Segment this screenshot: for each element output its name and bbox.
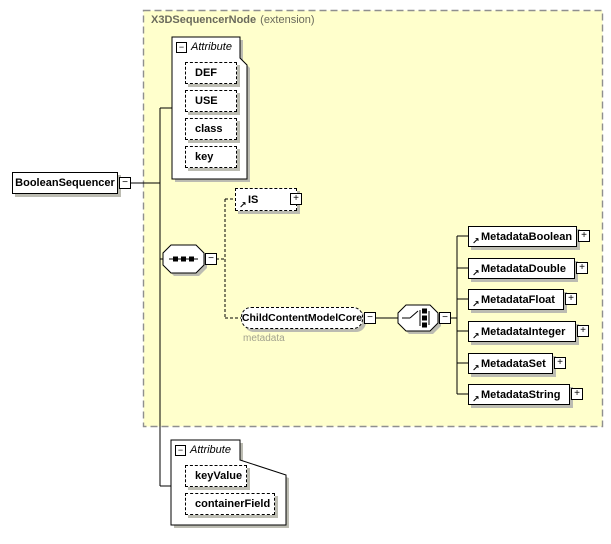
element-metadata-float-label: MetadataFloat	[481, 293, 555, 306]
element-metadata-boolean-label: MetadataBoolean	[481, 230, 573, 243]
ref-arrow-icon: ↗	[239, 200, 247, 210]
group-child-content-model-core-label: ChildContentModelCore	[241, 312, 363, 324]
expand-toggle-metadata-boolean[interactable]: +	[578, 230, 590, 242]
element-metadata-set[interactable]: ↗ MetadataSet	[468, 353, 553, 374]
ref-arrow-icon: ↗	[472, 363, 480, 373]
collapse-toggle-sequence[interactable]: −	[205, 253, 217, 265]
attribute-group-bottom-label: Attribute	[190, 444, 231, 456]
attribute-key[interactable]: key	[185, 146, 237, 168]
element-metadata-boolean[interactable]: ↗ MetadataBoolean	[468, 226, 577, 247]
element-metadata-integer[interactable]: ↗ MetadataInteger	[468, 321, 576, 342]
attribute-use[interactable]: USE	[185, 90, 237, 112]
group-child-content-model-core[interactable]: ChildContentModelCore	[241, 307, 363, 329]
attribute-class[interactable]: class	[185, 118, 237, 140]
element-metadata-string[interactable]: ↗ MetadataString	[468, 384, 570, 405]
attribute-def[interactable]: DEF	[185, 62, 237, 84]
ref-arrow-icon: ↗	[472, 236, 480, 246]
attribute-key-value-label: keyValue	[195, 470, 243, 482]
expand-toggle-metadata-float[interactable]: +	[565, 293, 577, 305]
expand-toggle-metadata-double[interactable]: +	[576, 262, 588, 274]
element-boolean-sequencer[interactable]: BooleanSequencer	[12, 172, 118, 194]
expand-toggle-is[interactable]: +	[290, 193, 302, 205]
element-metadata-set-label: MetadataSet	[481, 357, 546, 370]
sequence-icon	[169, 256, 198, 262]
expand-toggle-metadata-set[interactable]: +	[554, 357, 566, 369]
collapse-icon[interactable]: −	[175, 445, 186, 456]
element-metadata-double[interactable]: ↗ MetadataDouble	[468, 258, 575, 279]
choice-indicator[interactable]	[397, 304, 441, 334]
attribute-class-label: class	[195, 123, 223, 135]
ref-arrow-icon: ↗	[472, 268, 480, 278]
sequence-indicator[interactable]	[162, 244, 207, 276]
element-metadata-double-label: MetadataDouble	[481, 262, 566, 275]
element-is[interactable]: ↗ IS	[235, 188, 297, 211]
attribute-def-label: DEF	[195, 67, 217, 79]
container-title-suffix: (extension)	[260, 14, 315, 26]
collapse-toggle-choice[interactable]: −	[439, 312, 451, 324]
connector-lines	[131, 107, 468, 487]
collapse-icon[interactable]: −	[176, 42, 187, 53]
expand-toggle-metadata-string[interactable]: +	[571, 388, 583, 400]
element-boolean-sequencer-label: BooleanSequencer	[15, 177, 115, 189]
element-metadata-string-label: MetadataString	[481, 388, 561, 401]
optional-connector-lines	[216, 198, 241, 319]
ref-arrow-icon: ↗	[472, 299, 480, 309]
attribute-group-top-label: Attribute	[191, 41, 232, 53]
choice-icon	[402, 308, 430, 328]
ref-arrow-icon: ↗	[472, 394, 480, 404]
expand-toggle-metadata-integer[interactable]: +	[577, 325, 589, 337]
attribute-key-value[interactable]: keyValue	[185, 465, 247, 487]
collapse-toggle-boolean-sequencer[interactable]: −	[119, 177, 131, 189]
ref-arrow-icon: ↗	[472, 331, 480, 341]
container-title: X3DSequencerNode(extension)	[151, 14, 315, 26]
element-is-label: IS	[248, 193, 259, 206]
annotation-metadata: metadata	[243, 333, 285, 344]
element-metadata-float[interactable]: ↗ MetadataFloat	[468, 289, 564, 310]
element-metadata-integer-label: MetadataInteger	[481, 325, 566, 338]
attribute-container-field-label: containerField	[195, 498, 271, 510]
container-title-name: X3DSequencerNode	[151, 14, 257, 26]
collapse-toggle-child-content-model-core[interactable]: −	[364, 312, 376, 324]
attribute-key-label: key	[195, 151, 214, 163]
attribute-container-field[interactable]: containerField	[185, 493, 275, 515]
attribute-use-label: USE	[195, 95, 218, 107]
